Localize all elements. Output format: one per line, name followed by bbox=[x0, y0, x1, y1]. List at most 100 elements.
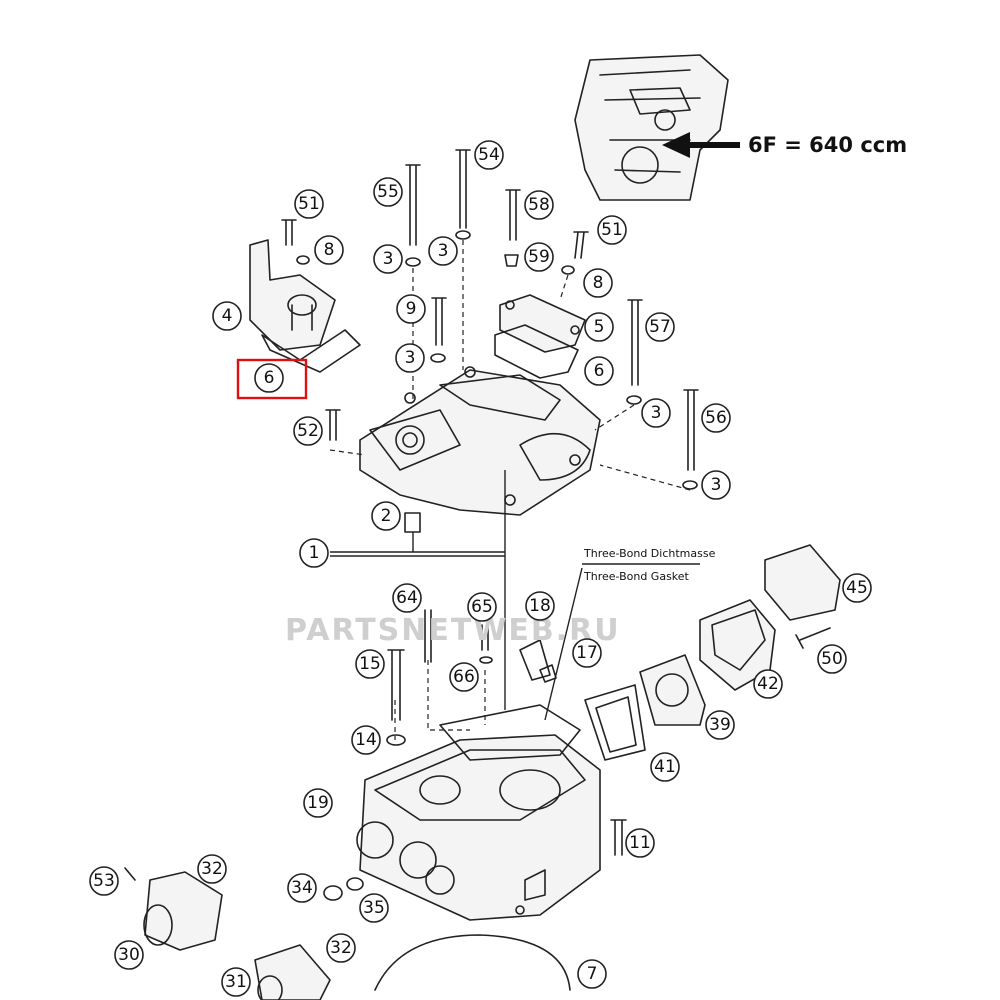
callout-66[interactable]: 66 bbox=[449, 662, 479, 692]
svg-text:15: 15 bbox=[359, 654, 381, 674]
callout-41[interactable]: 41 bbox=[650, 752, 680, 782]
svg-text:54: 54 bbox=[478, 145, 500, 165]
svg-text:7: 7 bbox=[587, 964, 598, 984]
callout-15[interactable]: 15 bbox=[355, 649, 385, 679]
callout-56[interactable]: 56 bbox=[701, 403, 731, 433]
svg-text:31: 31 bbox=[225, 972, 247, 992]
callout-3[interactable]: 3 bbox=[701, 470, 731, 500]
callout-11[interactable]: 11 bbox=[625, 828, 655, 858]
cover-plate bbox=[499, 294, 586, 353]
callout-45[interactable]: 45 bbox=[842, 573, 872, 603]
svg-text:64: 64 bbox=[396, 588, 418, 608]
callout-65[interactable]: 65 bbox=[467, 592, 497, 622]
svg-text:53: 53 bbox=[93, 871, 115, 891]
callout-32[interactable]: 32 bbox=[326, 933, 356, 963]
gasket-label-de: Three-Bond Dichtmasse bbox=[583, 547, 716, 560]
svg-text:51: 51 bbox=[601, 220, 623, 240]
svg-text:8: 8 bbox=[593, 273, 604, 293]
watermark: PARTSNETWEB.RU bbox=[285, 613, 621, 648]
callout-51[interactable]: 51 bbox=[294, 189, 324, 219]
svg-text:50: 50 bbox=[821, 649, 843, 669]
svg-text:2: 2 bbox=[381, 506, 392, 526]
callout-6[interactable]: 6 bbox=[584, 356, 614, 386]
cylinder-head bbox=[356, 704, 601, 921]
callout-32[interactable]: 32 bbox=[197, 854, 227, 884]
svg-text:3: 3 bbox=[711, 475, 722, 495]
svg-text:6: 6 bbox=[264, 368, 275, 388]
svg-text:65: 65 bbox=[471, 597, 493, 617]
engine-variant-inset bbox=[574, 54, 729, 201]
head-gasket bbox=[374, 934, 571, 991]
callout-58[interactable]: 58 bbox=[524, 190, 554, 220]
svg-text:41: 41 bbox=[654, 757, 676, 777]
callout-17[interactable]: 17 bbox=[572, 638, 602, 668]
callout-2[interactable]: 2 bbox=[371, 501, 401, 531]
callout-42[interactable]: 42 bbox=[753, 669, 783, 699]
svg-text:51: 51 bbox=[298, 194, 320, 214]
callout-59[interactable]: 59 bbox=[524, 242, 554, 272]
callout-8[interactable]: 8 bbox=[314, 235, 344, 265]
svg-text:4: 4 bbox=[222, 306, 233, 326]
callout-30[interactable]: 30 bbox=[114, 940, 144, 970]
highlight-box bbox=[236, 358, 308, 400]
callout-31[interactable]: 31 bbox=[221, 967, 251, 997]
svg-text:18: 18 bbox=[529, 596, 551, 616]
callout-6-highlighted[interactable]: 6 bbox=[254, 363, 284, 393]
callout-1[interactable]: 1 bbox=[299, 538, 329, 568]
callout-52[interactable]: 52 bbox=[293, 416, 323, 446]
callout-55[interactable]: 55 bbox=[373, 177, 403, 207]
svg-text:39: 39 bbox=[709, 715, 731, 735]
callout-39[interactable]: 39 bbox=[705, 710, 735, 740]
callout-53[interactable]: 53 bbox=[89, 866, 119, 896]
variant-arrow bbox=[662, 132, 740, 158]
svg-text:9: 9 bbox=[406, 299, 417, 319]
callout-9[interactable]: 9 bbox=[396, 294, 426, 324]
svg-text:45: 45 bbox=[846, 578, 868, 598]
svg-text:6: 6 bbox=[594, 361, 605, 381]
callout-19[interactable]: 19 bbox=[303, 788, 333, 818]
gasket-label-en: Three-Bond Gasket bbox=[583, 570, 690, 583]
variant-note: 6F = 640 ccm bbox=[748, 133, 907, 157]
svg-text:59: 59 bbox=[528, 247, 550, 267]
svg-text:5: 5 bbox=[594, 317, 605, 337]
callout-7[interactable]: 7 bbox=[577, 959, 607, 989]
callout-18[interactable]: 18 bbox=[525, 591, 555, 621]
callout-3[interactable]: 3 bbox=[641, 398, 671, 428]
callout-5[interactable]: 5 bbox=[584, 312, 614, 342]
callout-35[interactable]: 35 bbox=[359, 893, 389, 923]
exhaust-flanges bbox=[124, 867, 331, 1000]
head-fasteners bbox=[386, 609, 493, 746]
svg-text:3: 3 bbox=[405, 348, 416, 368]
valve-stem-parts bbox=[519, 639, 557, 683]
intake-parts bbox=[584, 544, 841, 761]
callout-3[interactable]: 3 bbox=[373, 244, 403, 274]
bolt-11 bbox=[610, 819, 627, 856]
cover-gasket bbox=[494, 324, 579, 379]
svg-text:32: 32 bbox=[201, 859, 223, 879]
callout-8[interactable]: 8 bbox=[583, 268, 613, 298]
callout-3[interactable]: 3 bbox=[395, 343, 425, 373]
callout-64[interactable]: 64 bbox=[392, 583, 422, 613]
callout-14[interactable]: 14 bbox=[351, 725, 381, 755]
svg-text:3: 3 bbox=[651, 403, 662, 423]
callout-3[interactable]: 3 bbox=[428, 236, 458, 266]
svg-text:58: 58 bbox=[528, 195, 550, 215]
svg-text:52: 52 bbox=[297, 421, 319, 441]
callout-51[interactable]: 51 bbox=[597, 215, 627, 245]
callout-34[interactable]: 34 bbox=[287, 873, 317, 903]
svg-text:8: 8 bbox=[324, 240, 335, 260]
callout-57[interactable]: 57 bbox=[645, 312, 675, 342]
gasket-note: Three-Bond Dichtmasse Three-Bond Gasket bbox=[544, 547, 716, 721]
svg-text:57: 57 bbox=[649, 317, 671, 337]
callout-54[interactable]: 54 bbox=[474, 140, 504, 170]
svg-text:14: 14 bbox=[355, 730, 377, 750]
small-parts-34-35 bbox=[323, 877, 364, 901]
bolts bbox=[281, 149, 699, 533]
callout-50[interactable]: 50 bbox=[817, 644, 847, 674]
callout-4[interactable]: 4 bbox=[212, 301, 242, 331]
valve-cover bbox=[359, 366, 601, 516]
svg-text:17: 17 bbox=[576, 643, 598, 663]
svg-text:11: 11 bbox=[629, 833, 651, 853]
svg-text:32: 32 bbox=[330, 938, 352, 958]
